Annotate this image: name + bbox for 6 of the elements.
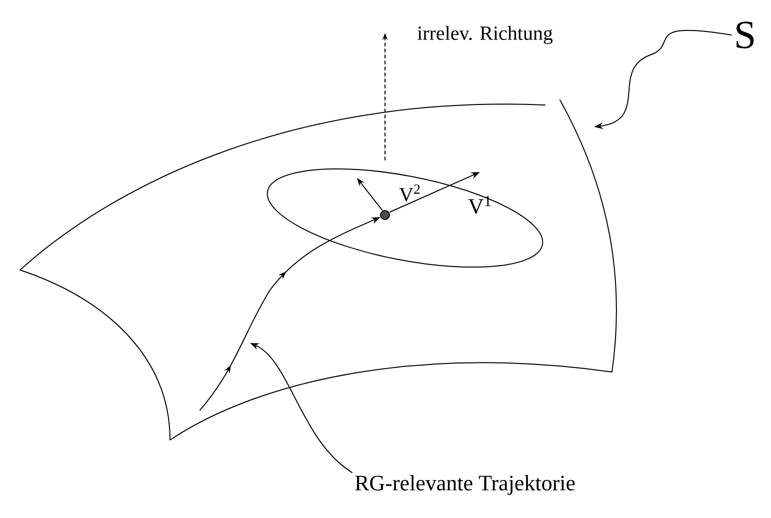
fixed-point: [380, 210, 390, 220]
handwritten-label: V$^{2}$: [399, 184, 420, 202]
handwritten-label: S: [736, 22, 754, 48]
surface-drawing: [20, 100, 617, 440]
handwritten-label: irrelev. Richtung: [417, 26, 553, 44]
handwritten-label: RG-relevante Trajektorie: [355, 475, 575, 495]
